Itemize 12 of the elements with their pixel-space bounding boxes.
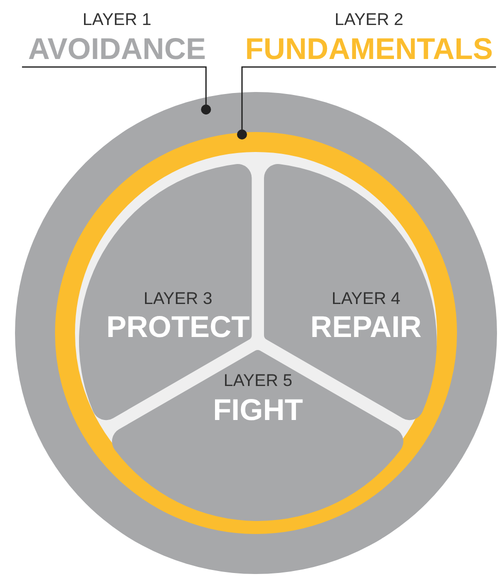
segment-title: PROTECT — [106, 312, 250, 343]
layer-number: LAYER 1 — [82, 11, 152, 28]
segment-title: FIGHT — [212, 396, 303, 426]
layer-number: LAYER 5 — [224, 372, 292, 389]
layer-number: LAYER 4 — [332, 290, 400, 307]
layer-number: LAYER 3 — [144, 290, 212, 307]
leader-line — [22, 66, 211, 115]
leader-line — [237, 66, 496, 140]
layer-title: FUNDAMENTALS — [245, 35, 493, 65]
layer-number: LAYER 2 — [334, 11, 404, 28]
segment-title: REPAIR — [310, 312, 422, 343]
layer-title: AVOIDANCE — [28, 35, 206, 65]
